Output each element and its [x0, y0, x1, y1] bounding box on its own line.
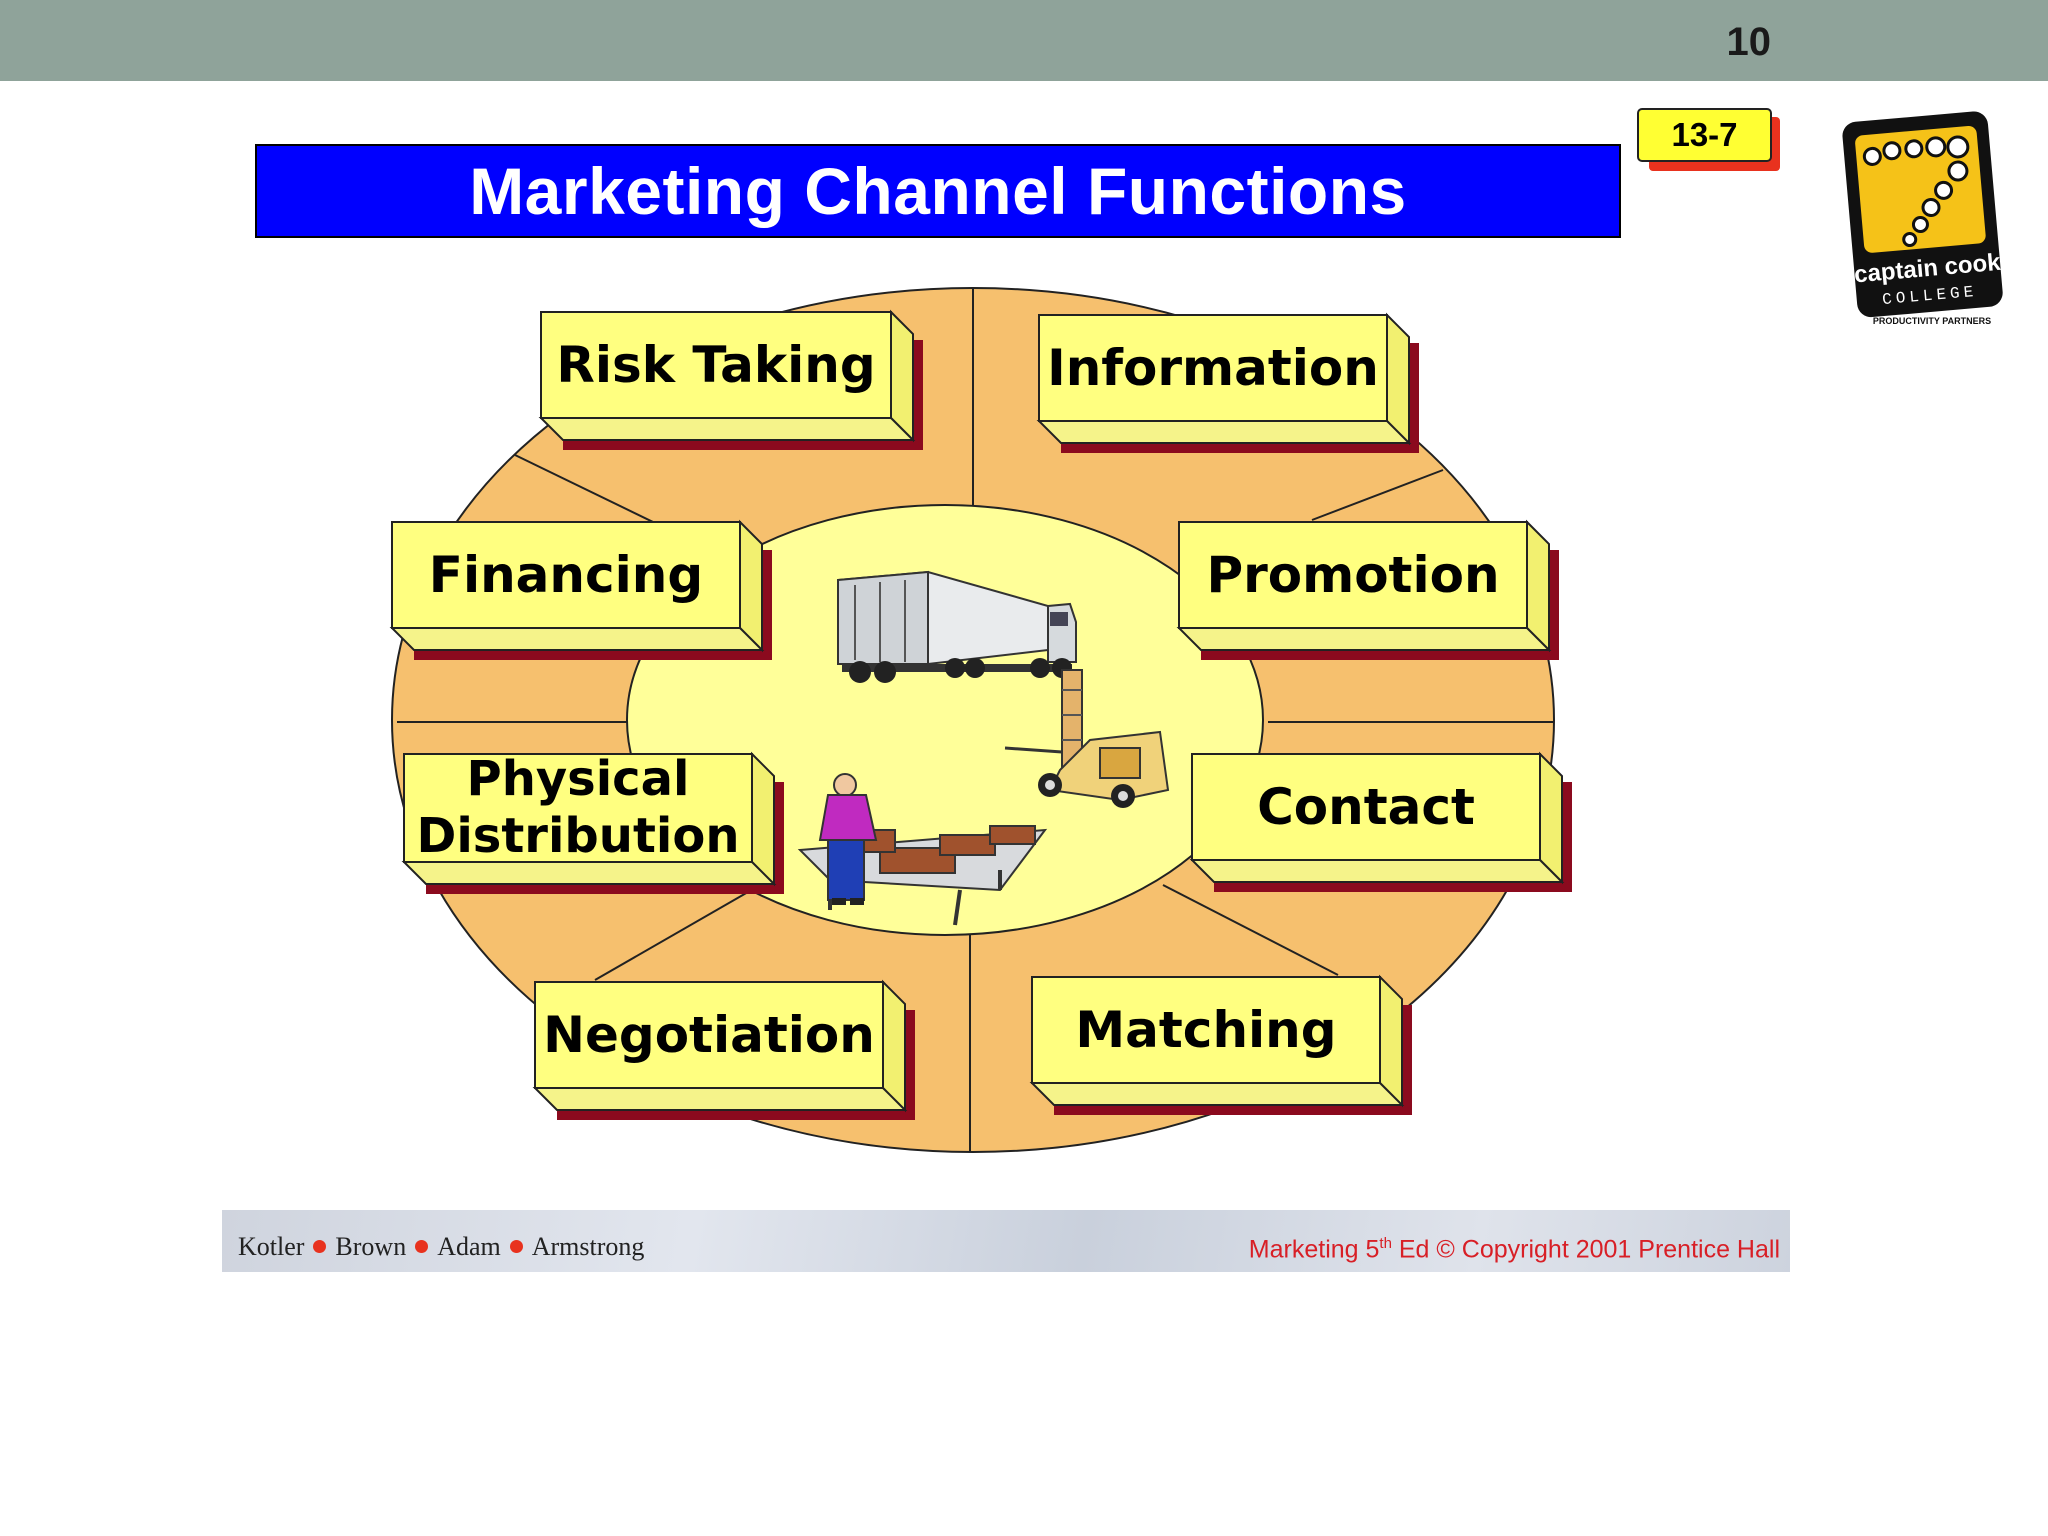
box-bottom: [538, 417, 916, 441]
box-bottom: [1029, 1082, 1405, 1106]
function-financing: Financing: [392, 522, 740, 628]
logo-dot-7: [1934, 180, 1954, 200]
title-bar: Marketing Channel Functions: [255, 144, 1621, 238]
bullet-dot-icon: [415, 1240, 429, 1253]
function-contact: Contact: [1192, 754, 1540, 860]
box-face: [391, 521, 741, 629]
footer-bar: Kotler Brown Adam Armstrong Marketing 5th E…: [222, 1210, 1790, 1272]
function-box: [532, 979, 915, 1120]
worker-illustration: [797, 773, 1048, 926]
function-label-line1: Physical: [466, 751, 690, 808]
function-box: [1036, 312, 1419, 453]
divider-upper-right: [1311, 469, 1444, 521]
function-label: Risk Taking: [556, 335, 876, 394]
college-logo: captain cook COLLEGE PRODUCTIVITY PARTNE…: [1842, 111, 2003, 326]
logo-dot-10: [1902, 231, 1918, 247]
logo-dot-2: [1882, 141, 1902, 161]
function-boxes: [389, 309, 1572, 1120]
logo-dot-1: [1862, 146, 1882, 166]
function-box: [538, 309, 923, 450]
copyright-suffix: Ed © Copyright 2001 Prentice Hall: [1391, 1235, 1780, 1264]
function-physical-distribution: Physical Distribution: [404, 751, 752, 864]
footer-copyright: Marketing 5th Ed © Copyright 2001 Prenti…: [1249, 1235, 1780, 1264]
function-label: Negotiation: [543, 1005, 875, 1064]
function-box: [1176, 519, 1559, 660]
logo-dot-9: [1911, 216, 1929, 234]
function-label-line2: Distribution: [416, 808, 740, 864]
function-risk-taking: Risk Taking: [541, 312, 891, 418]
function-box: [401, 751, 784, 894]
function-label: Promotion: [1206, 545, 1500, 604]
slide-number: 10: [1726, 20, 1772, 64]
function-box: [389, 519, 772, 660]
bullet-dot-icon: [313, 1240, 327, 1253]
function-box: [1189, 751, 1572, 892]
function-label: Financing: [428, 545, 704, 604]
author-name: Adam: [437, 1232, 501, 1261]
footer-authors: Kotler Brown Adam Armstrong: [238, 1232, 644, 1262]
function-box: [1029, 974, 1412, 1115]
author-name: Kotler: [238, 1232, 305, 1261]
divider-lower-left: [594, 887, 756, 981]
function-matching: Matching: [1032, 977, 1380, 1083]
logo-dot-8: [1921, 198, 1941, 218]
author-name: Brown: [335, 1232, 407, 1261]
logo-dot-5: [1946, 135, 1970, 159]
box-face: [540, 311, 892, 419]
logo-dot-4: [1925, 136, 1947, 158]
logo-dot-3: [1904, 139, 1924, 159]
center-circle: [626, 504, 1264, 936]
copyright-prefix: Marketing 5: [1248, 1235, 1380, 1264]
copyright-sup: th: [1379, 1235, 1392, 1252]
page-title: Marketing Channel Functions: [469, 154, 1407, 228]
section-badge: 13-7: [1637, 108, 1772, 162]
function-label: Contact: [1257, 777, 1475, 836]
box-face: [1038, 314, 1388, 422]
box-bottom: [1189, 859, 1565, 883]
box-bottom: [401, 861, 777, 885]
box-face: [534, 981, 884, 1089]
box-bottom: [1176, 627, 1552, 651]
box-bottom: [532, 1087, 908, 1111]
function-label: Information: [1047, 338, 1379, 397]
function-information: Information: [1039, 315, 1387, 421]
header-bar: [0, 0, 2048, 81]
bullet-dot-icon: [509, 1240, 523, 1253]
box-face: [1178, 521, 1528, 629]
function-promotion: Promotion: [1179, 522, 1527, 628]
logo-text-line3: PRODUCTIVITY PARTNERS: [1873, 316, 1991, 326]
function-label: Matching: [1075, 1000, 1337, 1059]
truck-illustration: [837, 570, 1077, 683]
forklift-illustration: [1004, 669, 1170, 808]
function-negotiation: Negotiation: [535, 982, 883, 1088]
box-face: [1031, 976, 1381, 1084]
divider-lower-right: [1162, 884, 1339, 976]
box-face: [1191, 753, 1541, 861]
logo-dot-6: [1947, 160, 1969, 182]
box-bottom: [389, 627, 765, 651]
box-bottom: [1036, 420, 1412, 444]
author-name: Armstrong: [531, 1232, 645, 1261]
box-face: [403, 753, 753, 863]
